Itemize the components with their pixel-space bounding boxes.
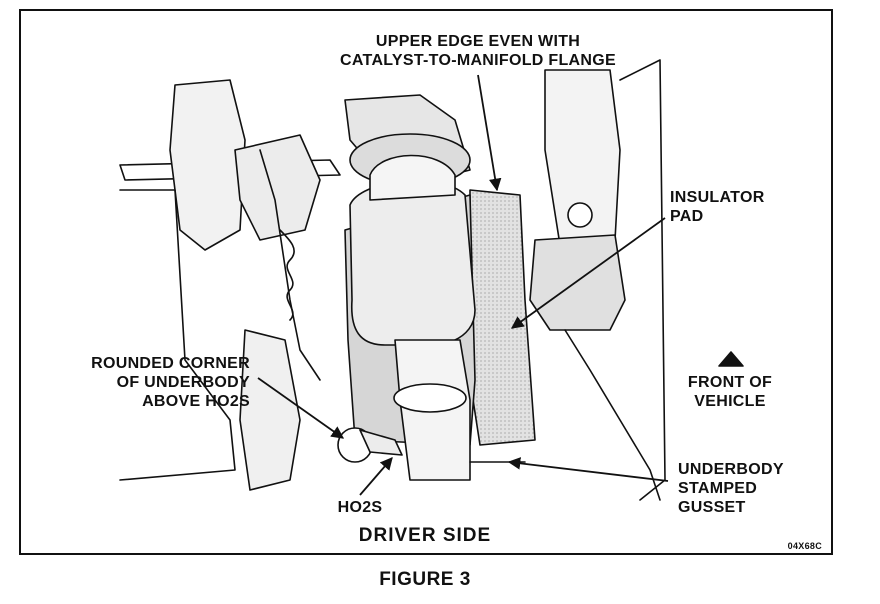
hanger-bolt — [567, 202, 593, 228]
front-arrow-icon — [718, 351, 744, 367]
label-ho2s: HO2S — [337, 499, 383, 516]
diagram-code: 04X68C — [787, 541, 822, 551]
label-insulator-pad: INSULATOR PAD — [670, 189, 765, 225]
spring-left — [279, 229, 295, 321]
label-front-of-vehicle: FRONT OF VEHICLE — [687, 374, 773, 410]
sensor-wire — [259, 149, 321, 381]
leader-ho2s — [359, 457, 393, 496]
leader-upper-edge — [477, 74, 502, 192]
rubber-isolator — [529, 234, 626, 331]
catalytic-converter — [349, 179, 476, 347]
figure-caption: FIGURE 3 — [379, 569, 471, 590]
bracket-left — [234, 134, 321, 241]
label-underbody-gusset: UNDERBODY STAMPED GUSSET — [678, 461, 784, 516]
left-body-panel — [119, 189, 236, 481]
left-frame-panel — [169, 79, 246, 251]
figure-border — [19, 9, 833, 555]
lower-left-brace — [239, 329, 301, 491]
leader-gusset — [507, 457, 669, 482]
label-driver-side: DRIVER SIDE — [358, 525, 492, 546]
pipe-collar — [393, 383, 467, 413]
ho2s-sensor — [359, 429, 403, 456]
right-body-panel — [619, 59, 666, 501]
leader-rounded-corner — [257, 377, 345, 439]
converter-inlet-cone — [369, 154, 456, 201]
label-upper-edge: UPPER EDGE EVEN WITH CATALYST-TO-MANIFOL… — [340, 33, 616, 69]
label-rounded-corner: ROUNDED CORNER OF UNDERBODY ABOVE HO2S — [91, 355, 250, 410]
leader-insulator-pad — [510, 217, 666, 329]
